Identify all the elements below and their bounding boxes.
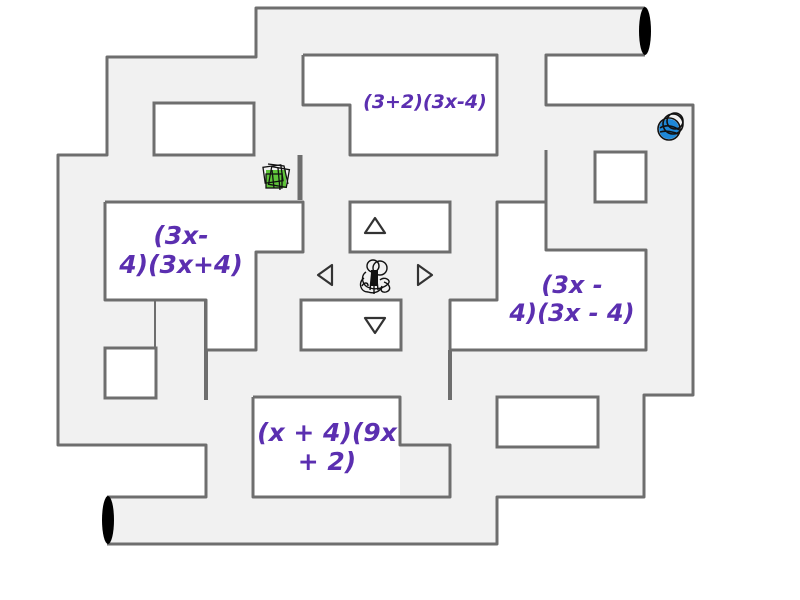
maze-corridors <box>58 8 693 545</box>
player-character-icon <box>359 259 391 294</box>
tunnel-left <box>102 496 114 544</box>
arrow-left-icon[interactable] <box>314 262 336 288</box>
green-ghost-icon <box>262 163 291 191</box>
tunnel-right <box>639 7 651 55</box>
answer-option-3[interactable]: (3x - 4)(3x - 4) <box>509 271 635 327</box>
arrow-up-icon[interactable] <box>362 215 388 237</box>
answer-option-2[interactable]: (3x- 4)(3x+4) <box>119 221 243 279</box>
arrow-right-icon[interactable] <box>414 262 436 288</box>
maze-blocks <box>103 101 648 449</box>
blue-ghost-icon <box>657 112 684 141</box>
arrow-down-icon[interactable] <box>362 314 388 336</box>
maze-walls <box>56 6 695 546</box>
answer-option-4[interactable]: (x + 4)(9x + 2) <box>257 418 397 476</box>
answer-option-1[interactable]: (3+2)(3x-4) <box>363 91 487 114</box>
